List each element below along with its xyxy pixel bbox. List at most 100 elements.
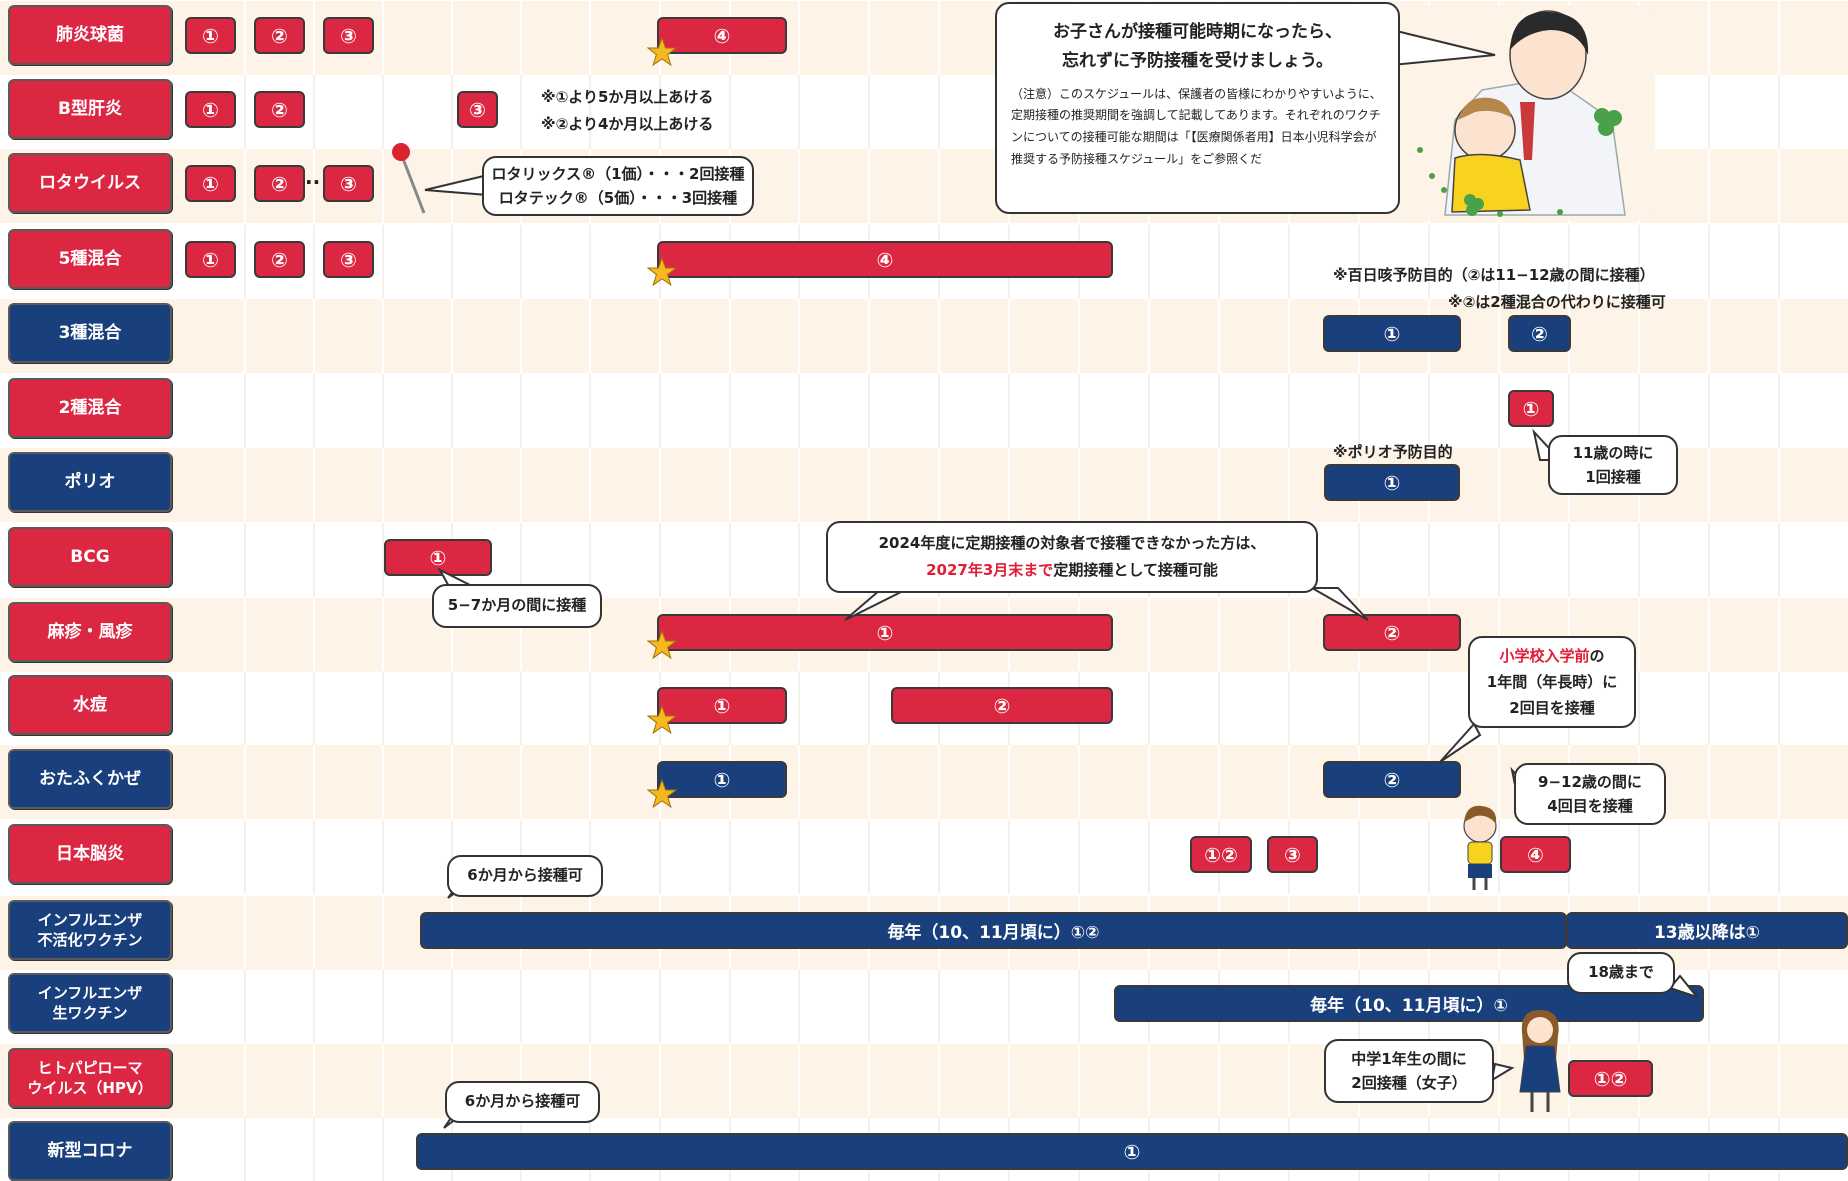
schedule-bar: ④ <box>1500 836 1571 873</box>
hpv-line-1: 中学1年生の間に <box>1351 1050 1467 1068</box>
grid-line <box>382 895 384 971</box>
grid-line <box>313 597 315 673</box>
vaccine-label: インフルエンザ生ワクチン <box>8 973 172 1033</box>
grid-line <box>1568 522 1570 598</box>
grid-line <box>868 298 870 374</box>
grid-line <box>451 0 453 76</box>
schedule-bar: ② <box>254 241 305 278</box>
grid-line <box>938 1043 940 1119</box>
dtp3-note-2: ※②は2種混合の代わりに接種可 <box>1448 293 1666 311</box>
schedule-bar: ① <box>1324 464 1460 501</box>
grid-line <box>868 447 870 523</box>
main-reminder-bubble: お子さんが接種可能時期になったら、 忘れずに予防接種を受けましょう。 （注意）こ… <box>995 2 1400 214</box>
grid-line <box>1148 298 1150 374</box>
grid-line <box>244 597 246 673</box>
grid-line <box>1708 744 1710 820</box>
grid-line <box>382 670 384 746</box>
grid-line <box>729 447 731 523</box>
grid-line <box>382 968 384 1044</box>
grid-line <box>868 0 870 76</box>
grid-line <box>659 447 661 523</box>
grid-line <box>1078 447 1080 523</box>
grid-line <box>520 447 522 523</box>
grid-line <box>938 744 940 820</box>
grid-line <box>382 447 384 523</box>
grid-line <box>1288 447 1290 523</box>
hpv-bubble: 中学1年生の間に 2回接種（女子） <box>1324 1039 1494 1103</box>
grid-line <box>589 0 591 76</box>
girl-illustration <box>1519 1010 1561 1112</box>
grid-line <box>451 968 453 1044</box>
grid-line <box>244 447 246 523</box>
grid-line <box>451 670 453 746</box>
grid-line <box>1358 373 1360 449</box>
grid-line <box>313 1043 315 1119</box>
schedule-bar: ① <box>1508 390 1554 427</box>
grid-line <box>520 298 522 374</box>
grid-line <box>798 148 800 224</box>
grid-line <box>1148 819 1150 895</box>
grid-line <box>938 968 940 1044</box>
grid-line <box>1008 373 1010 449</box>
main-title-line-1: お子さんが接種可能時期になったら、 <box>1053 22 1342 42</box>
vaccine-label: 日本脳炎 <box>8 824 172 884</box>
rota-bubble: ロタリックス®（1価）・・・2回接種 ロタテック®（5価）・・・3回接種 <box>482 156 754 216</box>
grid-line <box>313 522 315 598</box>
grid-line <box>1358 522 1360 598</box>
flu-18-bubble: 18歳まで <box>1567 952 1675 994</box>
grid-line <box>451 298 453 374</box>
hepb-note-2: ※②より4か月以上あける <box>541 115 714 133</box>
grid-line <box>1638 670 1640 746</box>
bcg-bubble: 5−7か月の間に接種 <box>432 584 602 628</box>
flu-18-text: 18歳まで <box>1588 963 1654 982</box>
grid-line <box>244 819 246 895</box>
schedule-bar: ①② <box>1568 1060 1653 1097</box>
schedule-bar: ② <box>254 91 305 128</box>
grid-line <box>1708 224 1710 300</box>
grid-line <box>1638 298 1640 374</box>
grid-line <box>729 298 731 374</box>
grid-line <box>313 447 315 523</box>
grid-line <box>1568 224 1570 300</box>
grid-line <box>244 224 246 300</box>
grid-line <box>1498 744 1500 820</box>
grid-line <box>1498 819 1500 895</box>
schedule-bar: ② <box>254 17 305 54</box>
grid-line <box>1778 447 1780 523</box>
grid-line <box>1148 373 1150 449</box>
vaccine-label: 新型コロナ <box>8 1121 172 1181</box>
vaccine-label: 麻疹・風疹 <box>8 602 172 662</box>
grid-line <box>589 968 591 1044</box>
grid-line <box>1078 968 1080 1044</box>
grid-line <box>1708 968 1710 1044</box>
grid-line <box>520 597 522 673</box>
grid-line <box>868 670 870 746</box>
grid-line <box>382 1116 384 1181</box>
grid-line <box>520 0 522 76</box>
grid-line <box>1498 224 1500 300</box>
grid-line <box>520 670 522 746</box>
grid-line <box>313 224 315 300</box>
mr2-line-2: 1年間（年長時）に <box>1486 672 1618 691</box>
grid-line <box>313 968 315 1044</box>
grid-line <box>244 148 246 224</box>
grid-line <box>1638 373 1640 449</box>
grid-line <box>798 298 800 374</box>
grid-line <box>382 819 384 895</box>
grid-line <box>659 373 661 449</box>
grid-line <box>382 224 384 300</box>
grid-line <box>798 968 800 1044</box>
grid-line <box>868 373 870 449</box>
boy-illustration <box>1463 805 1497 890</box>
grid-line <box>798 0 800 76</box>
grid-line <box>798 522 800 598</box>
grid-line <box>1778 74 1780 150</box>
grid-line <box>1008 819 1010 895</box>
grid-line <box>451 447 453 523</box>
mr-deadline: 2027年3月末まで <box>926 561 1054 579</box>
schedule-bar: ①② <box>1190 836 1252 873</box>
grid-line <box>729 819 731 895</box>
schedule-bar: ① <box>657 687 787 724</box>
